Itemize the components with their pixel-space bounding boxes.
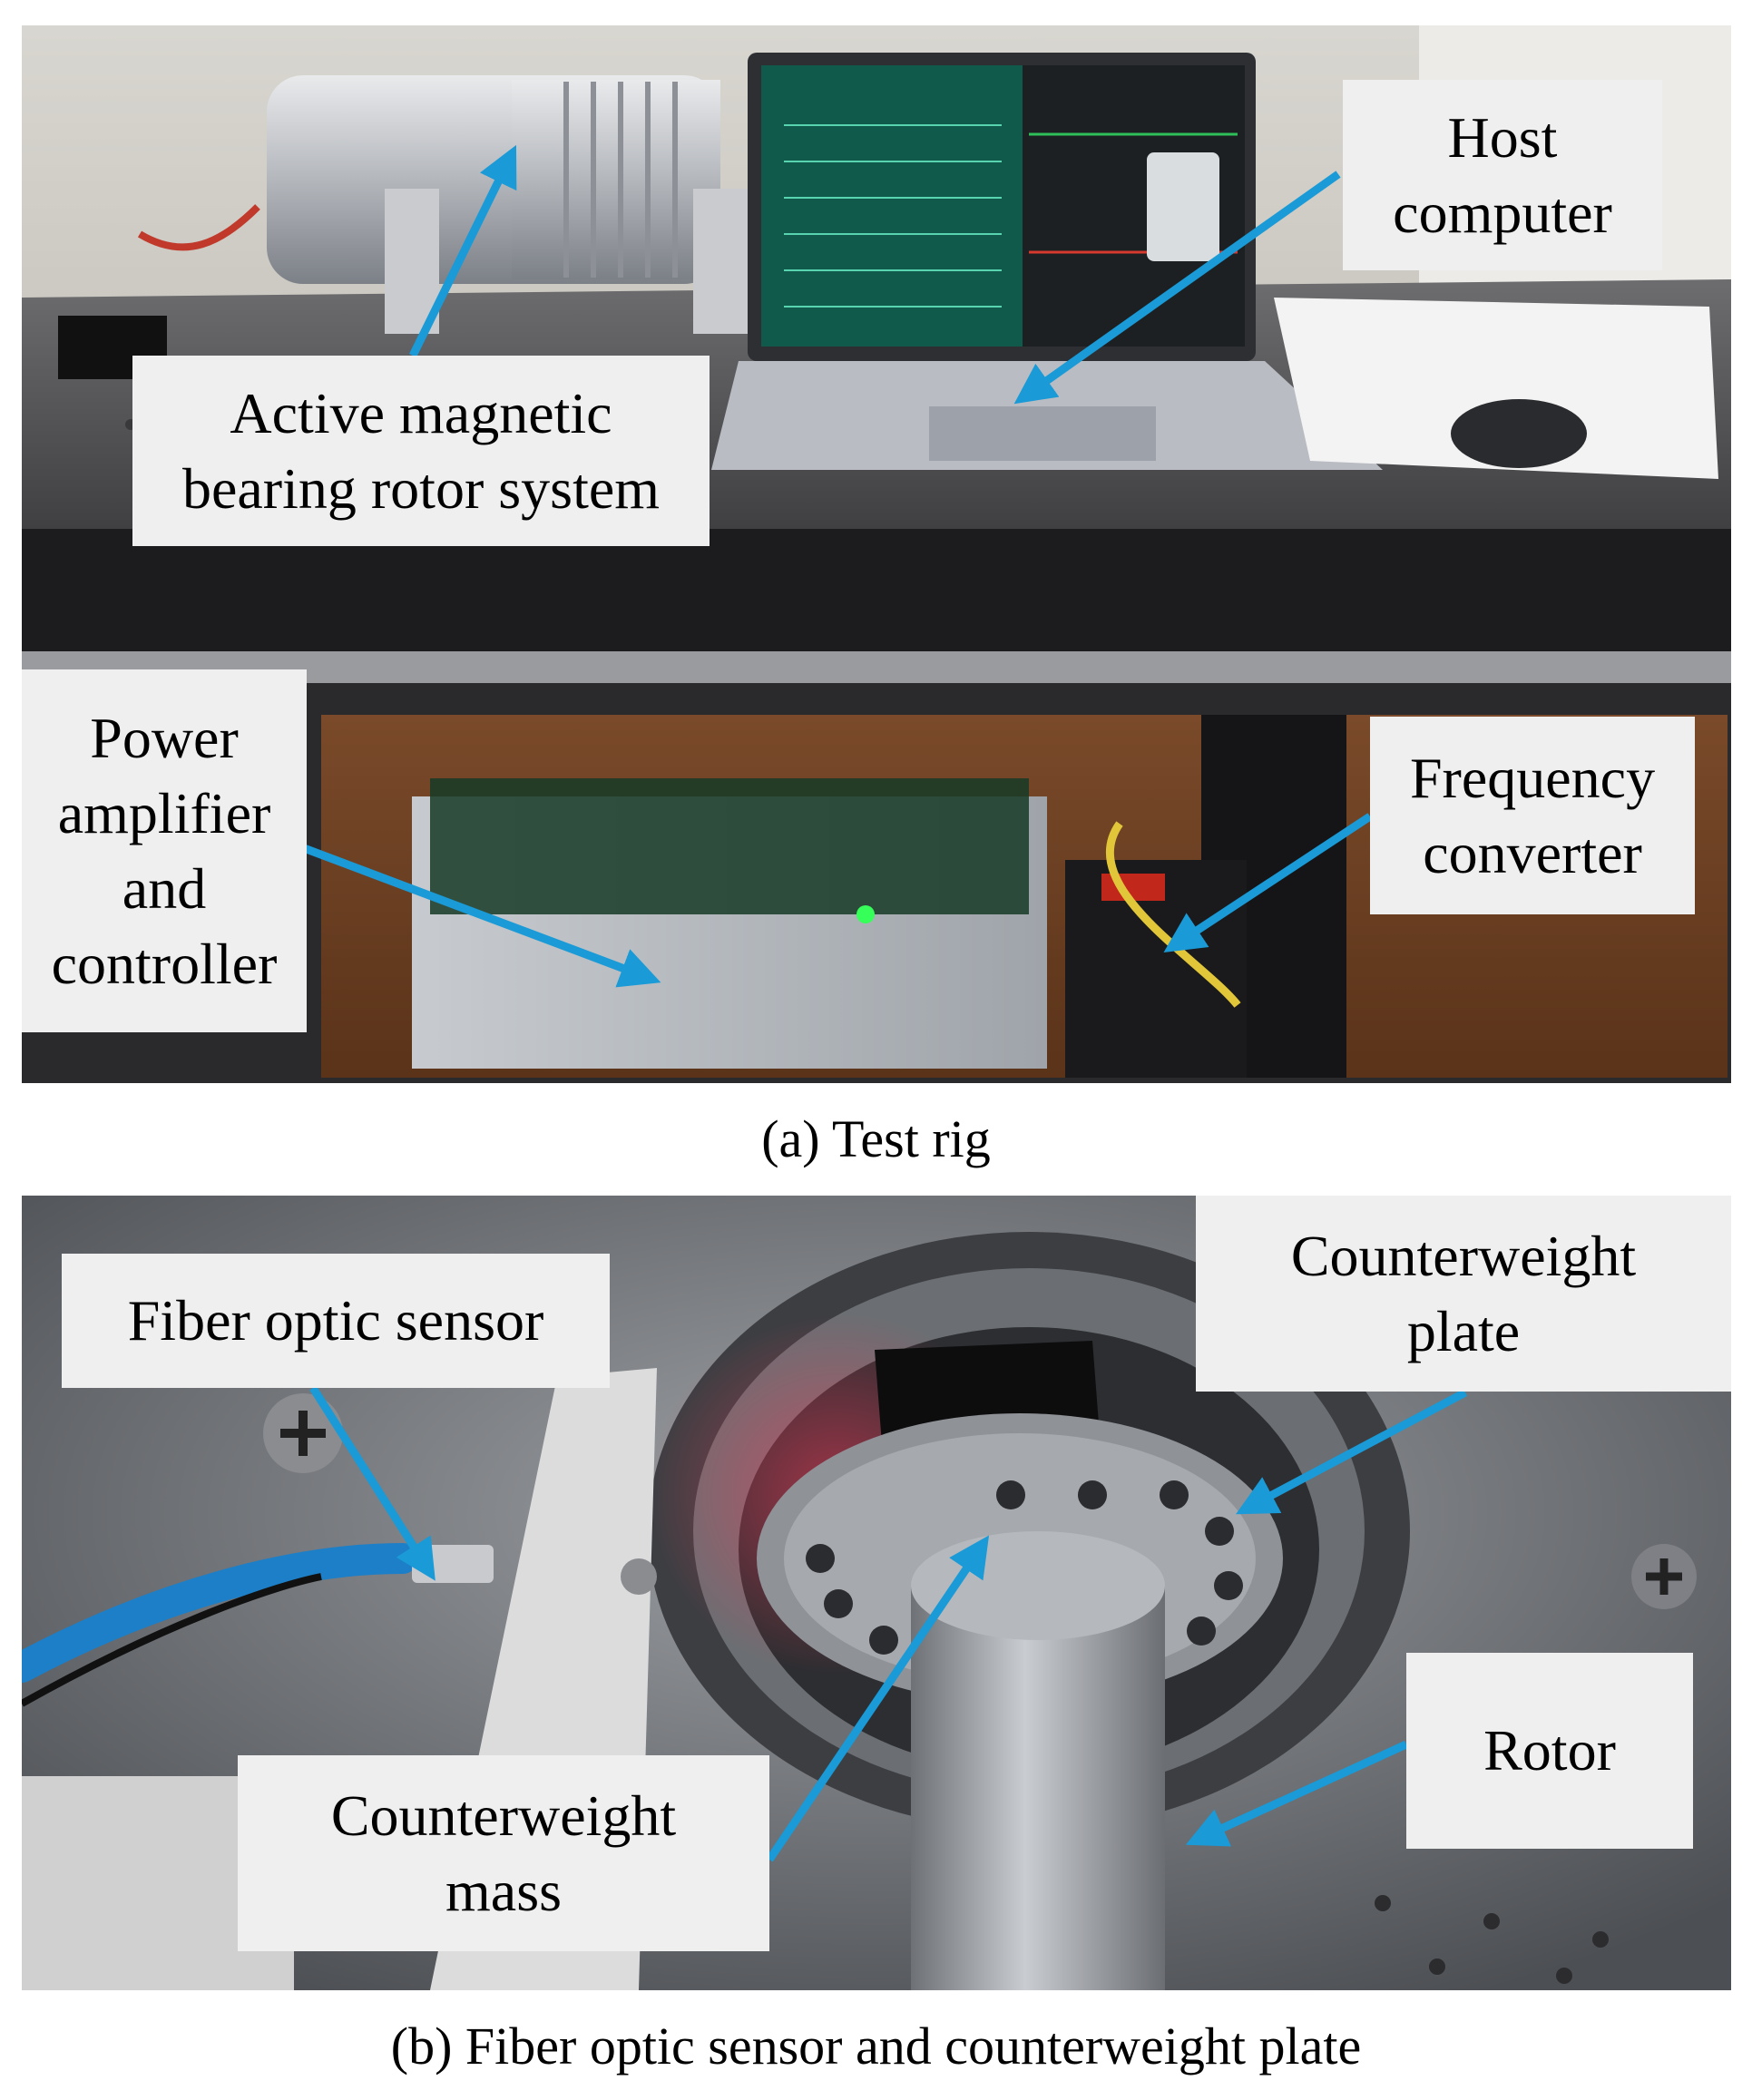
- label-host-computer: Host computer: [1343, 80, 1662, 270]
- caption-panel-a: (a) Test rig: [761, 1109, 991, 1168]
- label-amb-rotor-system: Active magnetic bearing rotor system: [132, 356, 710, 546]
- label-rotor: Rotor: [1406, 1653, 1693, 1849]
- label-power-amplifier-controller: Power amplifier and controller: [22, 669, 307, 1032]
- label-counterweight-plate: Counterweight plate: [1196, 1196, 1731, 1392]
- label-counterweight-mass: Counterweight mass: [238, 1755, 769, 1951]
- label-frequency-converter: Frequency converter: [1370, 717, 1695, 914]
- caption-panel-b: (b) Fiber optic sensor and counterweight…: [390, 2017, 1362, 2076]
- label-fiber-optic-sensor: Fiber optic sensor: [62, 1254, 610, 1388]
